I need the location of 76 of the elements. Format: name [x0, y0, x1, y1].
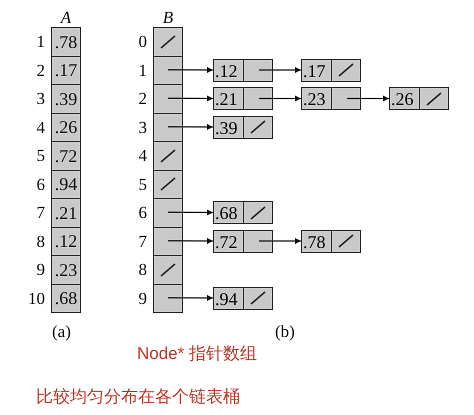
index-number: 5	[36, 146, 45, 166]
figure-caption: (b)	[275, 322, 295, 342]
array-name: A	[58, 8, 72, 28]
arrow	[259, 96, 301, 102]
arrow	[259, 238, 301, 244]
list-node	[389, 87, 449, 110]
note-text: 比较均匀分布在各个链表桶	[36, 386, 240, 408]
array-cell: .26	[51, 112, 81, 142]
list-node	[213, 116, 273, 138]
array-cell	[153, 284, 183, 313]
node-value: .78	[303, 232, 326, 250]
array-cell: .94	[51, 170, 81, 199]
array-cell	[153, 170, 183, 199]
array-cell: .68	[51, 284, 81, 313]
index-number: 8	[36, 232, 45, 252]
array-cell: .78	[51, 27, 81, 56]
node-value: .12	[215, 62, 238, 80]
array-cell: .72	[51, 141, 81, 170]
array-cell	[153, 84, 183, 114]
node-value: .21	[215, 90, 238, 108]
list-node	[301, 87, 361, 110]
list-node	[301, 230, 361, 252]
index-number: 1	[36, 32, 45, 52]
index-number: 9	[138, 288, 147, 308]
array-cell	[153, 226, 183, 256]
index-number: 7	[36, 203, 45, 223]
list-node	[213, 58, 273, 82]
list-node	[213, 201, 273, 224]
arrow	[168, 238, 213, 244]
array-cell	[153, 198, 183, 228]
index-number: 8	[138, 260, 147, 280]
index-number: 9	[36, 260, 45, 280]
index-number: 2	[138, 89, 147, 109]
arrow	[168, 124, 213, 130]
list-node	[213, 286, 273, 310]
array-cell	[153, 255, 183, 284]
index-number: 5	[138, 174, 147, 194]
list-node	[301, 58, 361, 82]
arrow	[347, 96, 389, 102]
node-value: .68	[215, 204, 238, 222]
array-cell: .12	[51, 226, 81, 256]
array-cell	[153, 112, 183, 142]
array-cell	[153, 56, 183, 85]
array-cell: .39	[51, 84, 81, 114]
index-number: 3	[138, 118, 147, 138]
array-name: B	[162, 8, 174, 28]
arrow	[168, 66, 213, 73]
index-number: 10	[27, 288, 45, 308]
node-value: .17	[303, 62, 326, 80]
figure-caption: (a)	[52, 322, 71, 342]
index-number: 1	[138, 60, 147, 80]
index-number: 0	[138, 32, 147, 52]
index-number: 6	[36, 174, 45, 194]
node-value: .72	[215, 232, 238, 250]
node-value: .39	[215, 118, 238, 136]
list-node	[213, 230, 273, 252]
node-value: .94	[215, 290, 238, 308]
arrow	[168, 294, 213, 301]
index-number: 4	[36, 118, 45, 138]
arrow	[168, 95, 213, 102]
arrow	[259, 67, 301, 73]
array-cell: .17	[51, 56, 81, 85]
array-cell: .23	[51, 255, 81, 284]
array-cell	[153, 27, 183, 56]
node-value: .23	[303, 90, 326, 108]
index-number: 2	[36, 60, 45, 80]
note-text: Node* 指针数组	[137, 343, 257, 365]
arrow	[168, 209, 213, 216]
index-number: 4	[138, 146, 147, 166]
index-number: 6	[138, 203, 147, 223]
node-value: .26	[391, 90, 414, 108]
index-number: 3	[36, 89, 45, 109]
array-cell: .21	[51, 198, 81, 228]
index-number: 7	[138, 232, 147, 252]
list-node	[213, 87, 273, 110]
array-cell	[153, 141, 183, 170]
